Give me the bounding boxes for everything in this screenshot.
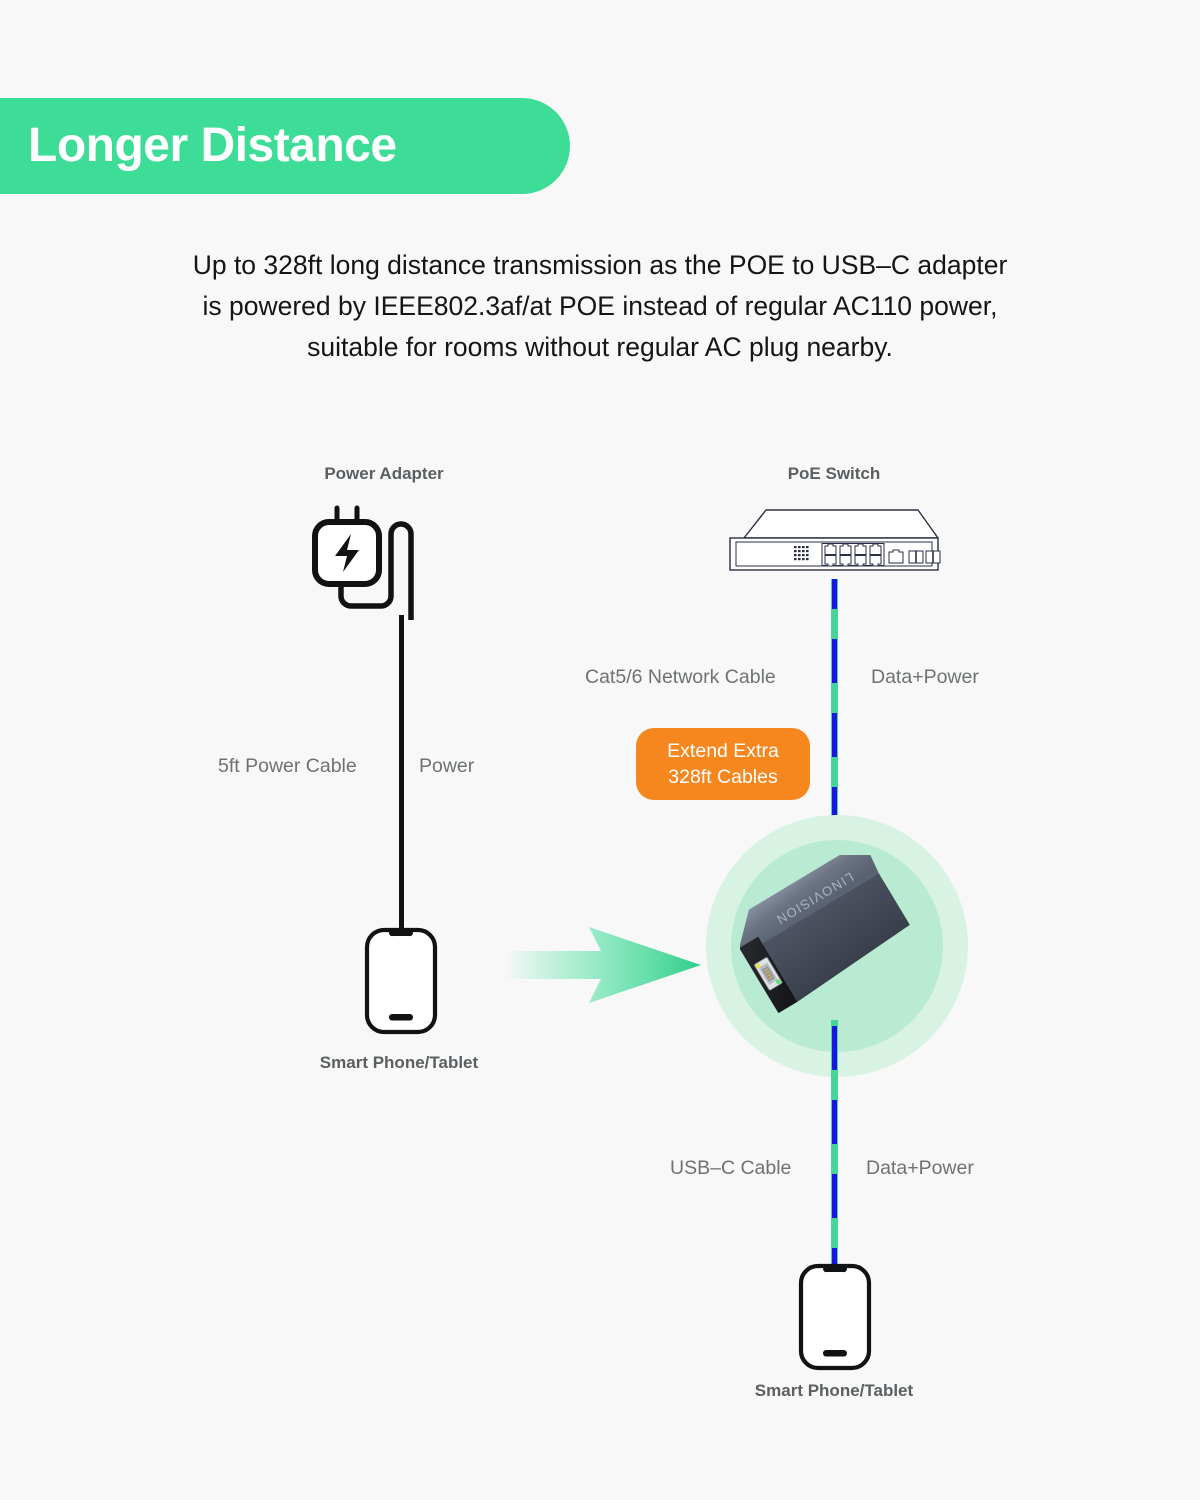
highlight-arrow-icon [505, 915, 715, 1020]
label-power-signal: Power [419, 755, 475, 777]
power-adapter-icon [305, 500, 425, 625]
phone-icon-bottom [797, 1262, 873, 1377]
phone-icon-left [363, 926, 439, 1041]
usbc-cable [831, 1020, 838, 1268]
label-power-cable: 5ft Power Cable [218, 755, 357, 777]
label-power-adapter: Power Adapter [324, 464, 444, 483]
section-banner: Longer Distance [0, 98, 570, 194]
label-phone-bottom: Smart Phone/Tablet [754, 1381, 914, 1400]
page-title: Longer Distance [28, 119, 397, 172]
extend-badge-line-2: 328ft Cables [668, 766, 778, 788]
description-line-3: suitable for rooms without regular AC pl… [307, 332, 893, 362]
poe-usbc-adapter-device: LINOVISION [739, 840, 930, 1050]
label-network-signal: Data+Power [871, 666, 979, 688]
label-network-cable: Cat5/6 Network Cable [585, 666, 776, 688]
power-cable-line [399, 615, 404, 930]
label-poe-switch: PoE Switch [787, 464, 881, 483]
label-usbc-cable: USB–C Cable [670, 1157, 792, 1179]
description-text: Up to 328ft long distance transmission a… [120, 245, 1080, 368]
description-line-2: is powered by IEEE802.3af/at POE instead… [202, 291, 998, 321]
label-usbc-signal: Data+Power [866, 1157, 974, 1179]
label-phone-left: Smart Phone/Tablet [319, 1053, 479, 1072]
poe-switch-icon [722, 500, 942, 587]
extend-badge-line-1: Extend Extra [667, 740, 779, 762]
extend-badge: Extend Extra 328ft Cables [636, 728, 810, 800]
description-line-1: Up to 328ft long distance transmission a… [192, 250, 1008, 280]
